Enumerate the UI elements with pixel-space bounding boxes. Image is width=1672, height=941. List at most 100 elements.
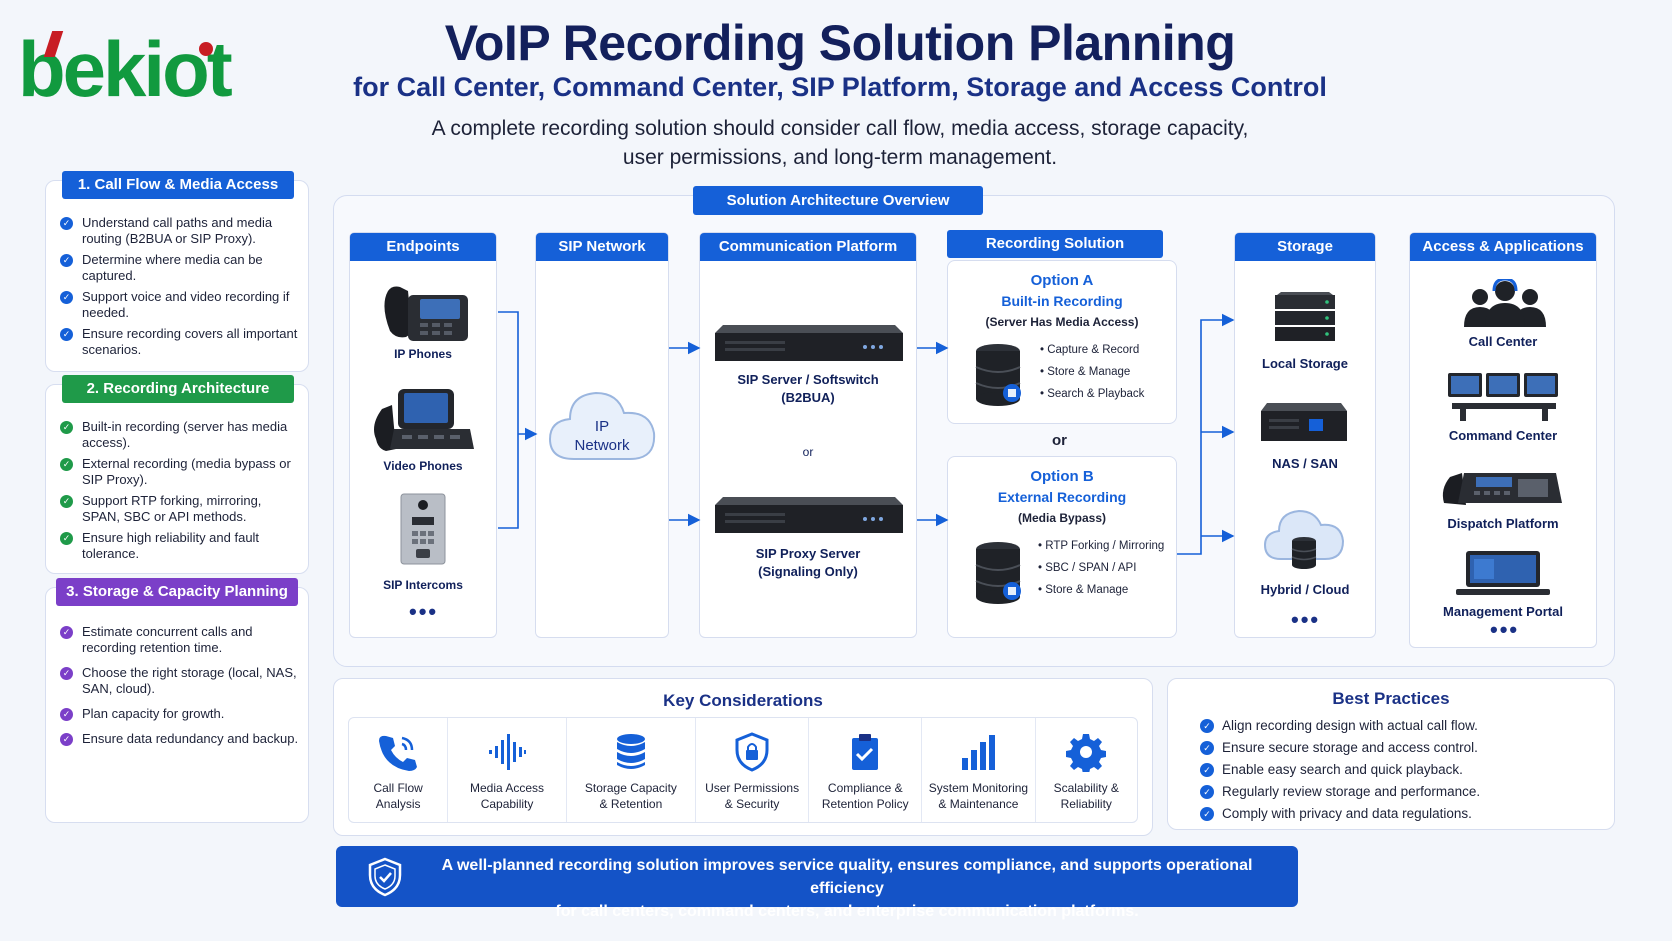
- command-center-label: Command Center: [1448, 428, 1558, 443]
- check-icon: ✓: [60, 708, 73, 721]
- list-item: ✓Support RTP forking, mirroring, SPAN, S…: [58, 493, 300, 525]
- check-icon: ✓: [60, 667, 73, 680]
- database-icon: [975, 542, 1021, 604]
- summary-banner: A well-planned recording solution improv…: [336, 846, 1298, 920]
- panel-recording-architecture: 2. Recording Architecture ✓Built-in reco…: [45, 375, 309, 574]
- intro-line-1: A complete recording solution should con…: [431, 117, 1249, 140]
- option-b-bullets: • RTP Forking / Mirroring • SBC / SPAN /…: [1038, 540, 1165, 596]
- list-item: ✓Choose the right storage (local, NAS, S…: [58, 665, 300, 697]
- ip-phones-label: IP Phones: [394, 347, 452, 361]
- check-icon: ✓: [1200, 807, 1214, 821]
- option-b-subtitle: External Recording: [997, 489, 1127, 505]
- check-icon: ✓: [1200, 741, 1214, 755]
- list-item: ✓Regularly review storage and performanc…: [1200, 781, 1480, 803]
- sip-intercoms-label: SIP Intercoms: [383, 578, 463, 592]
- list-item: ✓Ensure secure storage and access contro…: [1200, 737, 1480, 759]
- panel-recording-architecture-list: ✓Built-in recording (server has media ac…: [58, 419, 300, 562]
- call-center-icon: [1464, 279, 1546, 327]
- video-phone-icon: [374, 389, 474, 451]
- consideration-label: Scalability &Reliability: [1053, 781, 1119, 811]
- column-access: Access & Applications Call Center Comman…: [1409, 232, 1597, 648]
- column-recording-title: Recording Solution: [947, 230, 1163, 258]
- more-endpoints: •••: [409, 599, 439, 624]
- list-item: ✓Determine where media can be captured.: [58, 252, 300, 284]
- column-storage-title: Storage: [1235, 233, 1375, 261]
- architecture-title: Solution Architecture Overview: [693, 186, 983, 215]
- list-item: ✓External recording (media bypass or SIP…: [58, 456, 300, 488]
- list-item: ✓Enable easy search and quick playback.: [1200, 759, 1480, 781]
- cloud-icon: [548, 391, 656, 460]
- list-item: ✓Ensure recording covers all important s…: [58, 326, 300, 358]
- logo-dot: [199, 42, 213, 56]
- gear-icon: [1066, 734, 1107, 772]
- management-portal-label: Management Portal: [1443, 604, 1563, 619]
- check-icon: ✓: [60, 254, 73, 267]
- check-icon: ✓: [60, 626, 73, 639]
- local-storage-label: Local Storage: [1262, 356, 1348, 371]
- column-endpoints-title: Endpoints: [350, 233, 496, 261]
- clipboard-check-icon: [852, 734, 879, 770]
- sip-proxy-label: SIP Proxy Server (Signaling Only): [755, 546, 861, 579]
- hybrid-cloud-label: Hybrid / Cloud: [1260, 582, 1350, 597]
- management-portal-icon: [1456, 551, 1550, 595]
- ip-phone-icon: [384, 286, 468, 341]
- option-b-card: Option B External Recording (Media Bypas…: [947, 456, 1177, 638]
- panel-recording-architecture-title: 2. Recording Architecture: [62, 375, 294, 403]
- page-subtitle: for Call Center, Command Center, SIP Pla…: [353, 72, 1327, 102]
- check-icon: ✓: [60, 328, 73, 341]
- ip-network-label: IP Network: [574, 418, 630, 454]
- option-b-note: (Media Bypass): [1017, 511, 1107, 525]
- column-comm-platform-title: Communication Platform: [700, 233, 916, 261]
- dispatch-platform-icon: [1442, 473, 1562, 505]
- option-a-title: Option A: [1030, 272, 1094, 289]
- page-title: VoIP Recording Solution Planning: [444, 15, 1236, 71]
- list-item: ✓Understand call paths and media routing…: [58, 215, 300, 247]
- shield-check-icon: [368, 857, 402, 897]
- check-icon: ✓: [60, 733, 73, 746]
- consideration-label: System Monitoring& Maintenance: [928, 781, 1029, 811]
- list-item: ✓Plan capacity for growth.: [58, 706, 300, 722]
- video-phones-label: Video Phones: [383, 459, 463, 473]
- sip-server-label: SIP Server / Softswitch (B2BUA): [737, 372, 879, 405]
- local-storage-icon: [1275, 292, 1335, 341]
- column-storage: Storage Local Storage NAS / SAN Hybrid /…: [1234, 232, 1376, 638]
- consideration-storage: Storage Capacity& Retention: [567, 718, 696, 822]
- check-icon: ✓: [1200, 719, 1214, 733]
- consideration-label: Storage Capacity& Retention: [584, 781, 677, 811]
- check-icon: ✓: [60, 421, 73, 434]
- best-practices-list: ✓Align recording design with actual call…: [1200, 715, 1480, 825]
- consideration-monitoring: System Monitoring& Maintenance: [922, 718, 1036, 822]
- check-icon: ✓: [1200, 763, 1214, 777]
- list-item: ✓Built-in recording (server has media ac…: [58, 419, 300, 451]
- best-practices-panel: Best Practices ✓Align recording design w…: [1167, 678, 1615, 830]
- consideration-scalability: Scalability &Reliability: [1036, 718, 1137, 822]
- audio-wave-icon: [489, 734, 527, 770]
- option-a-note: (Server Has Media Access): [985, 315, 1139, 329]
- panel-storage-planning-title: 3. Storage & Capacity Planning: [56, 578, 298, 606]
- panel-call-flow-title: 1. Call Flow & Media Access: [62, 171, 294, 199]
- phone-call-icon: [379, 735, 418, 771]
- panel-call-flow-list: ✓Understand call paths and media routing…: [58, 215, 300, 358]
- consideration-label: User Permissions& Security: [705, 781, 800, 811]
- bar-chart-icon: [962, 735, 996, 770]
- sip-proxy-icon: [715, 497, 903, 533]
- dispatch-platform-label: Dispatch Platform: [1447, 516, 1559, 531]
- option-b-title: Option B: [1030, 468, 1094, 485]
- panel-storage-planning: 3. Storage & Capacity Planning ✓Estimate…: [45, 578, 309, 823]
- column-access-title: Access & Applications: [1410, 233, 1596, 261]
- column-recording-title-wrap: Recording Solution: [947, 230, 1163, 258]
- list-item: ✓Estimate concurrent calls and recording…: [58, 624, 300, 656]
- option-or-label: or: [1052, 432, 1067, 449]
- consideration-permissions: User Permissions& Security: [696, 718, 810, 822]
- list-item: ✓Ensure data redundancy and backup.: [58, 731, 300, 747]
- nas-san-icon: [1261, 403, 1347, 441]
- list-item: ✓Align recording design with actual call…: [1200, 715, 1480, 737]
- panel-storage-planning-list: ✓Estimate concurrent calls and recording…: [58, 624, 300, 747]
- column-sip-network-title: SIP Network: [536, 233, 668, 261]
